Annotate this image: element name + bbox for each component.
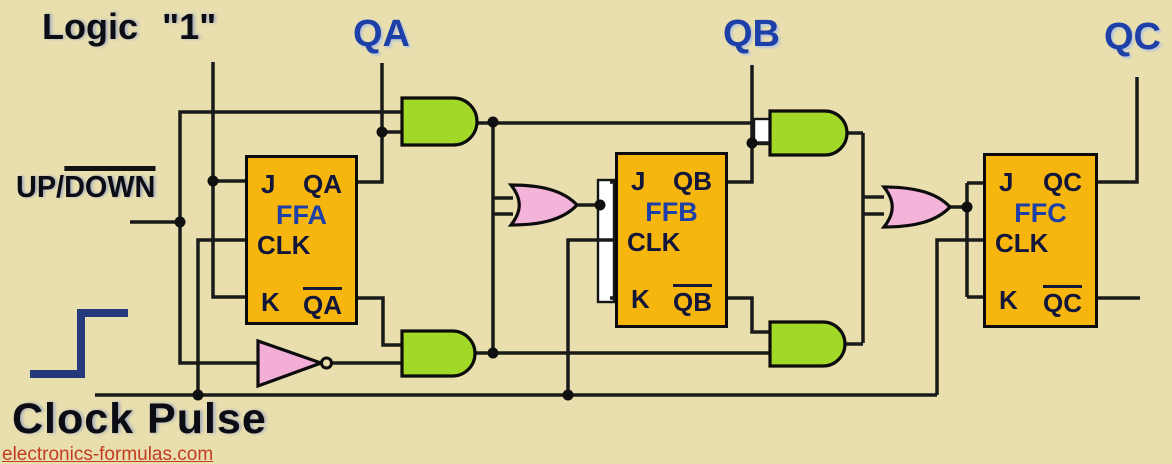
up-down-overlined-text: DOWN	[64, 166, 156, 202]
ffb-name-label: FFB	[645, 197, 698, 227]
not-gate-bubble	[320, 356, 333, 370]
up-down-base-text: UP/	[16, 169, 65, 204]
up-down-control-label: UP/DOWN	[16, 166, 156, 204]
ffb-clk-pin-label: CLK	[627, 227, 681, 257]
or-gate-2	[880, 185, 953, 229]
qb-bar-wire	[727, 296, 770, 334]
ffa-j-pin-label: J	[261, 169, 276, 199]
or-gate-1	[507, 183, 580, 227]
and-gate-1	[400, 96, 479, 147]
wires	[95, 62, 1140, 397]
clock-pulse-step-icon	[30, 309, 128, 378]
ffa-clk-wire	[196, 238, 245, 395]
watermark-link[interactable]: electronics-formulas.com	[2, 444, 214, 464]
not-gate	[256, 338, 333, 389]
ffb-clk-wire	[566, 238, 618, 395]
ffb-qbar-pin-label: QB	[673, 284, 712, 315]
or1-input-wire	[491, 122, 513, 353]
ffc-qbar-pin-label: QC	[1043, 285, 1082, 316]
qa-bar-wire	[358, 296, 402, 347]
clock-pulse-label: Clock Pulse	[12, 395, 267, 443]
ffb-k-pin-label: K	[631, 284, 650, 314]
qa-wire	[358, 63, 402, 184]
ffa-q-pin-label: QA	[303, 169, 342, 199]
ffa-clk-pin-label: CLK	[257, 230, 311, 260]
qc-wire	[1097, 77, 1139, 184]
and-gate-3	[768, 109, 849, 157]
ffc-name-label: FFC	[1014, 198, 1067, 228]
ffa-qbar-pin-label: QA	[303, 287, 342, 318]
ffa-name-label: FFA	[276, 200, 327, 230]
junction-dots	[174, 116, 973, 401]
updown-wire	[130, 110, 402, 365]
ffc-clk-pin-label: CLK	[995, 228, 1049, 258]
qb-output-label: QB	[723, 13, 780, 55]
qc-output-label: QC	[1104, 16, 1161, 58]
ffb-q-pin-label: QB	[673, 166, 712, 196]
qa-output-label: QA	[353, 13, 410, 55]
flip-flop-ffa: J QA FFA CLK K QA	[245, 155, 358, 325]
or2-input-wire	[861, 133, 884, 343]
flip-flop-ffc: J QC FFC CLK K QC	[983, 153, 1098, 328]
ffc-k-pin-label: K	[999, 285, 1018, 315]
ffc-j-pin-label: J	[999, 167, 1014, 197]
ffc-q-pin-label: QC	[1043, 167, 1082, 197]
flip-flop-ffb: J QB FFB CLK K QB	[615, 152, 728, 328]
ffa-k-pin-label: K	[261, 287, 280, 317]
ffb-j-pin-label: J	[631, 166, 646, 196]
and-gate-2	[400, 329, 477, 378]
logic-one-label: Logic "1"	[42, 6, 217, 47]
ffc-clk-wire	[935, 238, 983, 395]
and-gate-4	[768, 320, 847, 368]
